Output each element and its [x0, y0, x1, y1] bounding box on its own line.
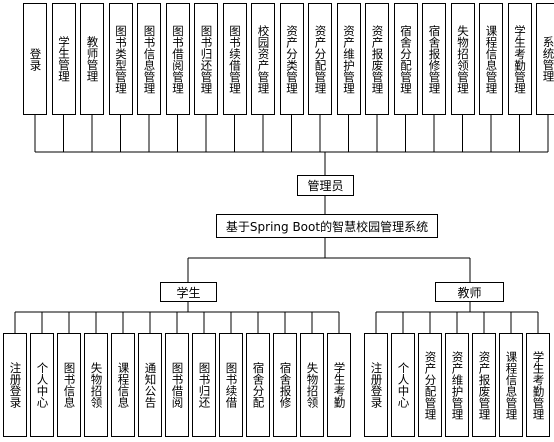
admin-item: 图书续借管理 — [222, 3, 247, 115]
student-label: 学生 — [176, 285, 201, 300]
teacher-item: 资产维护管理 — [445, 333, 469, 437]
teacher-item-label: 资产分配管理 — [423, 350, 438, 420]
admin-label: 管理员 — [307, 179, 344, 193]
admin-item: 系统管理 — [536, 3, 554, 115]
student-item: 宿舍报修 — [273, 333, 297, 437]
student-item-label: 宿舍报修 — [278, 362, 293, 408]
admin-item-label: 宿舍分配管理 — [399, 24, 413, 94]
admin-item-label: 学生管理 — [57, 36, 71, 82]
admin-item-label: 资产分配管理 — [313, 24, 328, 94]
student-item: 失物招领 — [300, 333, 324, 437]
teacher-item-label: 资产维护管理 — [450, 350, 465, 420]
student-item: 注册登录 — [3, 333, 27, 437]
admin-item-label: 图书类型管理 — [114, 24, 128, 94]
student-node: 学生 — [160, 282, 217, 302]
admin-item-label: 图书借阅管理 — [171, 24, 185, 94]
admin-item-label: 教师管理 — [85, 36, 100, 82]
student-item-label: 学生考勤 — [332, 362, 347, 408]
admin-item-label: 宿舍报修管理 — [427, 24, 442, 94]
admin-item-label: 图书归还管理 — [199, 24, 214, 94]
student-item: 失物招领 — [84, 333, 108, 437]
teacher-item: 个人中心 — [391, 333, 415, 437]
teacher-item-label: 个人中心 — [396, 362, 411, 408]
teacher-item: 学生考勤管理 — [526, 333, 550, 437]
student-item-label: 个人中心 — [35, 362, 50, 408]
teacher-item: 课程信息管理 — [499, 333, 523, 437]
admin-item: 教师管理 — [80, 3, 104, 115]
student-item-label: 图书借阅 — [170, 362, 185, 408]
admin-item-label: 学生考勤管理 — [513, 24, 527, 94]
teacher-item: 资产报废管理 — [472, 333, 496, 437]
student-item: 课程信息 — [111, 333, 135, 437]
admin-item: 资产报废管理 — [365, 3, 389, 115]
root-node: 基于Spring Boot的智慧校园管理系统 — [216, 214, 438, 238]
root-label: 基于Spring Boot的智慧校园管理系统 — [225, 219, 429, 234]
teacher-item: 注册登录 — [364, 333, 388, 437]
teacher-label: 教师 — [457, 285, 482, 300]
admin-item-label: 系统管理 — [541, 36, 554, 82]
teacher-item-label: 课程信息管理 — [504, 350, 519, 420]
admin-item: 失物招领管理 — [450, 3, 475, 115]
admin-item: 资产分配管理 — [308, 3, 332, 115]
teacher-node: 教师 — [435, 282, 504, 302]
student-item-label: 图书信息 — [62, 362, 77, 408]
student-item: 宿舍分配 — [246, 333, 270, 437]
admin-item-label: 资产维护管理 — [342, 24, 356, 94]
student-item-label: 失物招领 — [305, 362, 320, 408]
admin-item: 图书归还管理 — [194, 3, 218, 115]
student-item: 通知公告 — [138, 333, 162, 437]
student-item-label: 课程信息 — [116, 362, 131, 408]
teacher-item-label: 资产报废管理 — [477, 350, 492, 420]
admin-item-label: 图书信息管理 — [142, 24, 157, 94]
student-item-label: 失物招领 — [89, 362, 104, 408]
student-item-label: 通知公告 — [143, 362, 158, 408]
admin-item: 学生管理 — [51, 3, 76, 115]
teacher-item: 资产分配管理 — [418, 333, 442, 437]
admin-item: 资产维护管理 — [336, 3, 361, 115]
admin-item: 图书信息管理 — [137, 3, 161, 115]
student-item: 图书续借 — [219, 333, 243, 437]
admin-item-label: 失物招领管理 — [456, 24, 470, 94]
admin-item-label: 图书续借管理 — [228, 24, 242, 94]
teacher-item-label: 学生考勤管理 — [531, 350, 546, 420]
student-item: 学生考勤 — [327, 333, 351, 437]
student-item-label: 宿舍分配 — [251, 362, 266, 408]
admin-item-label: 校园资产管理 — [256, 24, 271, 94]
student-item-label: 图书归还 — [197, 362, 212, 408]
admin-item: 图书借阅管理 — [165, 3, 190, 115]
admin-item: 宿舍报修管理 — [422, 3, 446, 115]
admin-item-label: 资产报废管理 — [370, 24, 385, 94]
admin-item: 校园资产管理 — [251, 3, 275, 115]
admin-item: 图书类型管理 — [108, 3, 133, 115]
student-item: 图书归还 — [192, 333, 216, 437]
student-item-label: 图书续借 — [224, 362, 239, 408]
student-item: 个人中心 — [30, 333, 54, 437]
teacher-item-label: 注册登录 — [369, 362, 384, 408]
admin-node: 管理员 — [297, 175, 354, 196]
student-item-label: 注册登录 — [8, 362, 23, 408]
admin-item: 学生考勤管理 — [507, 3, 532, 115]
admin-item: 宿舍分配管理 — [393, 3, 418, 115]
student-item: 图书借阅 — [165, 333, 189, 437]
admin-item: 课程信息管理 — [479, 3, 503, 115]
admin-item-label: 登录 — [28, 47, 43, 71]
admin-item: 资产分类管理 — [279, 3, 304, 115]
admin-item-label: 课程信息管理 — [484, 24, 499, 94]
admin-item: 登录 — [23, 3, 47, 115]
admin-item-label: 资产分类管理 — [285, 24, 299, 94]
student-item: 图书信息 — [57, 333, 81, 437]
